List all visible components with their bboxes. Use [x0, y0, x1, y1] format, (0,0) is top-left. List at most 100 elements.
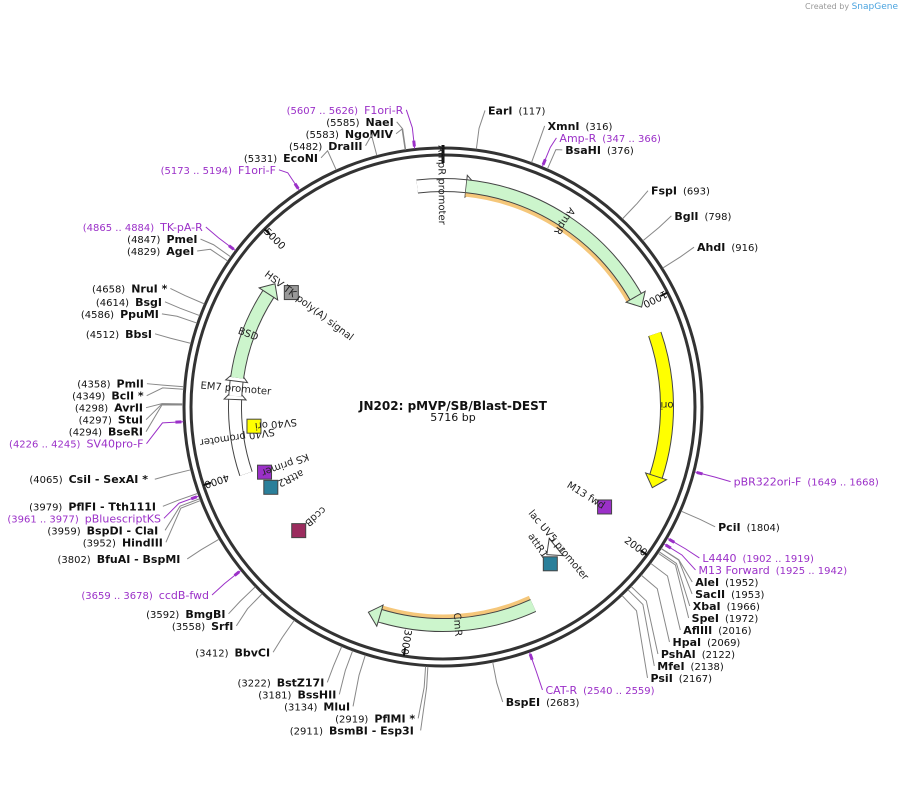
- site-hpai[interactable]: HpaI(2069): [640, 574, 740, 649]
- primer-mark: [412, 140, 416, 147]
- primer-sv40pro-f[interactable]: SV40pro-F(4226 .. 4245): [9, 420, 184, 451]
- leader-line: [475, 110, 486, 150]
- primer-f1ori-r[interactable]: F1ori-R(5607 .. 5626): [287, 104, 416, 149]
- site-sacii[interactable]: SacII(1953): [660, 548, 764, 601]
- site-pflmi[interactable]: PflMI *(2919): [335, 666, 427, 725]
- enzyme-position: (4512): [86, 330, 119, 341]
- site-agei[interactable]: AgeI(4829): [127, 245, 229, 262]
- primer-l4440[interactable]: L4440(1902 .. 1919): [667, 537, 814, 565]
- site-bspdi-clai[interactable]: BspDI - ClaI(3959): [47, 498, 200, 538]
- enzyme-position: (4065): [29, 475, 62, 486]
- enzyme-name: EcoNI: [283, 152, 318, 165]
- site-xmni[interactable]: XmnI(316): [531, 120, 613, 163]
- feature-ampr[interactable]: AmpR: [465, 179, 646, 308]
- site-fspi[interactable]: FspI(693): [622, 185, 710, 220]
- leader-line: [662, 246, 695, 269]
- site-bsahi[interactable]: BsaHI(376): [546, 144, 634, 170]
- site-psii[interactable]: PsiI(2167): [621, 595, 712, 685]
- tick-label: 2000: [622, 535, 649, 559]
- primer-f1ori-f[interactable]: F1ori-F(5173 .. 5194): [161, 164, 300, 191]
- site-bseri[interactable]: BseRI(4294): [69, 404, 184, 439]
- site-stui[interactable]: StuI(4297): [79, 403, 184, 427]
- enzyme-name: MluI: [323, 700, 350, 713]
- leader-line: [154, 469, 191, 480]
- site-xbai[interactable]: XbaI(1966): [658, 551, 760, 613]
- leader-line: [365, 133, 378, 156]
- site-econi[interactable]: EcoNI(5331): [244, 149, 337, 171]
- site-afliii[interactable]: AflIII(2016): [650, 562, 752, 637]
- site-bcli[interactable]: BclI *(4349): [72, 387, 184, 403]
- site-spei[interactable]: SpeI(1972): [657, 552, 758, 625]
- feature-m13-fwd[interactable]: M13 fwd: [565, 480, 613, 515]
- enzyme-position: (3952): [83, 538, 116, 549]
- enzyme-position: (3134): [284, 702, 317, 713]
- primer-mark: [664, 543, 672, 550]
- enzyme-name: NaeI: [365, 116, 393, 129]
- leader-line: [228, 586, 256, 615]
- site-pshai[interactable]: PshAI(2122): [630, 586, 735, 661]
- enzyme-position: (2683): [546, 698, 579, 709]
- site-bstz17i[interactable]: BstZ17I(3222): [237, 646, 343, 689]
- primer-pbluescriptks[interactable]: pBluescriptKS(3961 .. 3977): [7, 495, 199, 525]
- site-ngomiv[interactable]: NgoMIV(5583): [306, 128, 406, 150]
- site-bsgi[interactable]: BsgI(4614): [96, 296, 200, 317]
- primer-pbr322ori-f[interactable]: pBR322ori-F(1649 .. 1668): [694, 470, 879, 489]
- primer-position: (1649 .. 1668): [807, 478, 879, 489]
- site-bmgbi[interactable]: BmgBI(3592): [146, 586, 256, 621]
- leader-line: [320, 149, 337, 171]
- feature-bsd[interactable]: BSD: [230, 283, 279, 379]
- primer-name: TK-pA-R: [159, 221, 203, 234]
- site-bgli[interactable]: BglI(798): [642, 210, 732, 242]
- enzyme-position: (3558): [172, 622, 205, 633]
- primer-position: (1925 .. 1942): [776, 566, 848, 577]
- primer-tk-pa-r[interactable]: TK-pA-R(4865 .. 4884): [83, 221, 236, 251]
- site-nrui[interactable]: NruI *(4658): [92, 282, 205, 305]
- site-srfi[interactable]: SrfI(3558): [172, 593, 263, 633]
- enzyme-name: HpaI: [672, 636, 701, 649]
- site-naei[interactable]: NaeI(5585): [326, 116, 407, 150]
- leader-line: [657, 552, 690, 619]
- site-eari[interactable]: EarI(117): [475, 104, 545, 150]
- leader-line: [146, 421, 184, 444]
- primer-amp-r[interactable]: Amp-R(347 .. 366): [541, 132, 661, 167]
- feature-sv40-ori[interactable]: SV40 ori: [246, 416, 297, 434]
- enzyme-name: BbsI: [125, 328, 152, 341]
- enzyme-position: (3181): [258, 690, 291, 701]
- site-bbvci[interactable]: BbvCI(3412): [195, 619, 295, 659]
- site-bfuai-bspmi[interactable]: BfuAI - BspMI(3802): [57, 538, 220, 566]
- site-mfei[interactable]: MfeI(2138): [627, 589, 724, 673]
- feature-cmr[interactable]: CmR: [367, 595, 537, 637]
- site-ahdi[interactable]: AhdI(916): [662, 241, 759, 269]
- site-bspei[interactable]: BspEI(2683): [492, 662, 580, 709]
- primer-m13-forward[interactable]: M13 Forward(1925 .. 1942): [663, 543, 848, 577]
- tick-mark: [659, 291, 668, 298]
- site-pcii[interactable]: PciI(1804): [681, 510, 780, 534]
- site-pmli[interactable]: PmlI(4358): [77, 378, 184, 391]
- enzyme-name: PmlI: [117, 378, 144, 391]
- enzyme-name: PmeI: [166, 233, 197, 246]
- snapgene-credit: Created by SnapGene: [805, 2, 898, 12]
- primer-position: (3659 .. 3678): [81, 591, 153, 602]
- feature-arrowhead: [546, 537, 565, 557]
- site-csii-sexai[interactable]: CsiI - SexAI *(4065): [29, 469, 191, 486]
- site-pmei[interactable]: PmeI(4847): [127, 233, 232, 258]
- site-hindiii[interactable]: HindIII(3952): [83, 500, 201, 550]
- site-draiii[interactable]: DraIII(5482): [289, 133, 378, 156]
- feature-ori[interactable]: ori: [644, 331, 674, 489]
- primer-name: L4440: [702, 552, 736, 565]
- feature-ccdb[interactable]: ccdB: [291, 504, 328, 539]
- site-bbsi[interactable]: BbsI (4512): [86, 328, 192, 344]
- leader-line: [162, 492, 198, 507]
- feature-arrowhead: [644, 472, 668, 489]
- primer-position: (4226 .. 4245): [9, 440, 81, 451]
- site-bsshii[interactable]: BssHII(3181): [258, 650, 354, 702]
- primer-cat-r[interactable]: CAT-R(2540 .. 2559): [528, 652, 655, 697]
- site-ppumi[interactable]: PpuMI(4586): [81, 308, 198, 324]
- site-mlui[interactable]: MluI (3134): [284, 654, 366, 713]
- feature-hsv-tk-poly-a-signal[interactable]: HSV TK poly(A) signal: [262, 269, 355, 343]
- site-pflfi-tth111i[interactable]: PflFI - Tth111I(3979): [29, 492, 198, 513]
- site-bsmbi-esp3i[interactable]: BsmBI - Esp3I(2911): [290, 666, 429, 738]
- primer-ccdb-fwd[interactable]: ccdB-fwd(3659 .. 3678): [81, 570, 242, 602]
- feature-box: [283, 285, 299, 301]
